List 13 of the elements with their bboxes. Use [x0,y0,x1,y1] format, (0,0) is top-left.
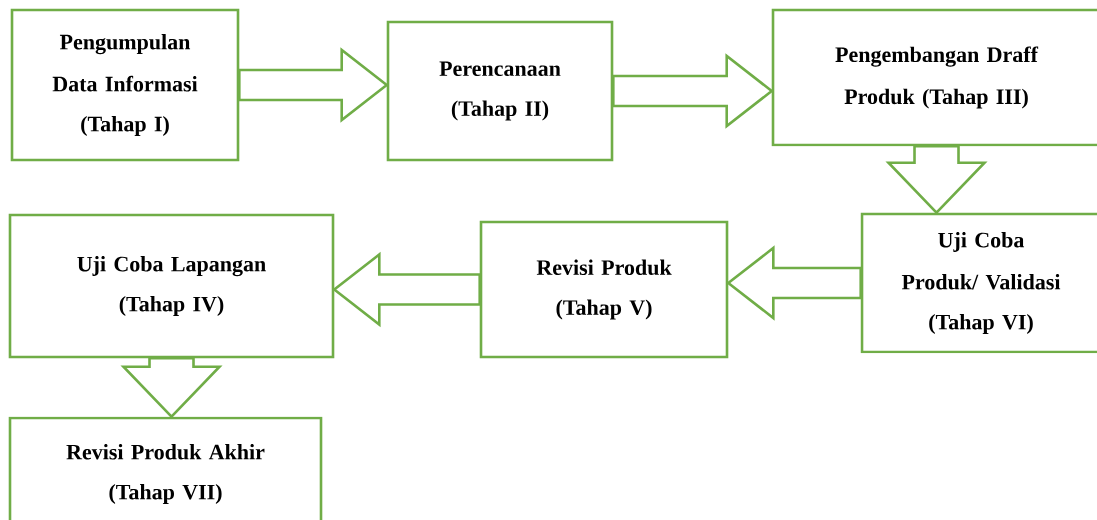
process-box: Perencanaan (Tahap II) [386,20,614,162]
block-arrow [612,53,774,129]
block-arrow [332,251,481,328]
block-arrow [238,47,389,123]
process-box: Revisi Produk (Tahap V) [479,220,729,359]
block-arrow [726,245,862,321]
process-box: Pengembangan Draff Produk (Tahap III) [771,8,1097,147]
process-box: Uji Coba Lapangan (Tahap IV) [8,213,335,359]
process-box: Uji Coba Produk/ Validasi (Tahap VI) [860,212,1097,354]
process-box: Revisi Produk Akhir (Tahap VII) [8,416,323,520]
process-box: Pengumpulan Data Informasi (Tahap I) [10,8,240,162]
block-arrow [120,357,223,419]
block-arrow [885,145,988,215]
